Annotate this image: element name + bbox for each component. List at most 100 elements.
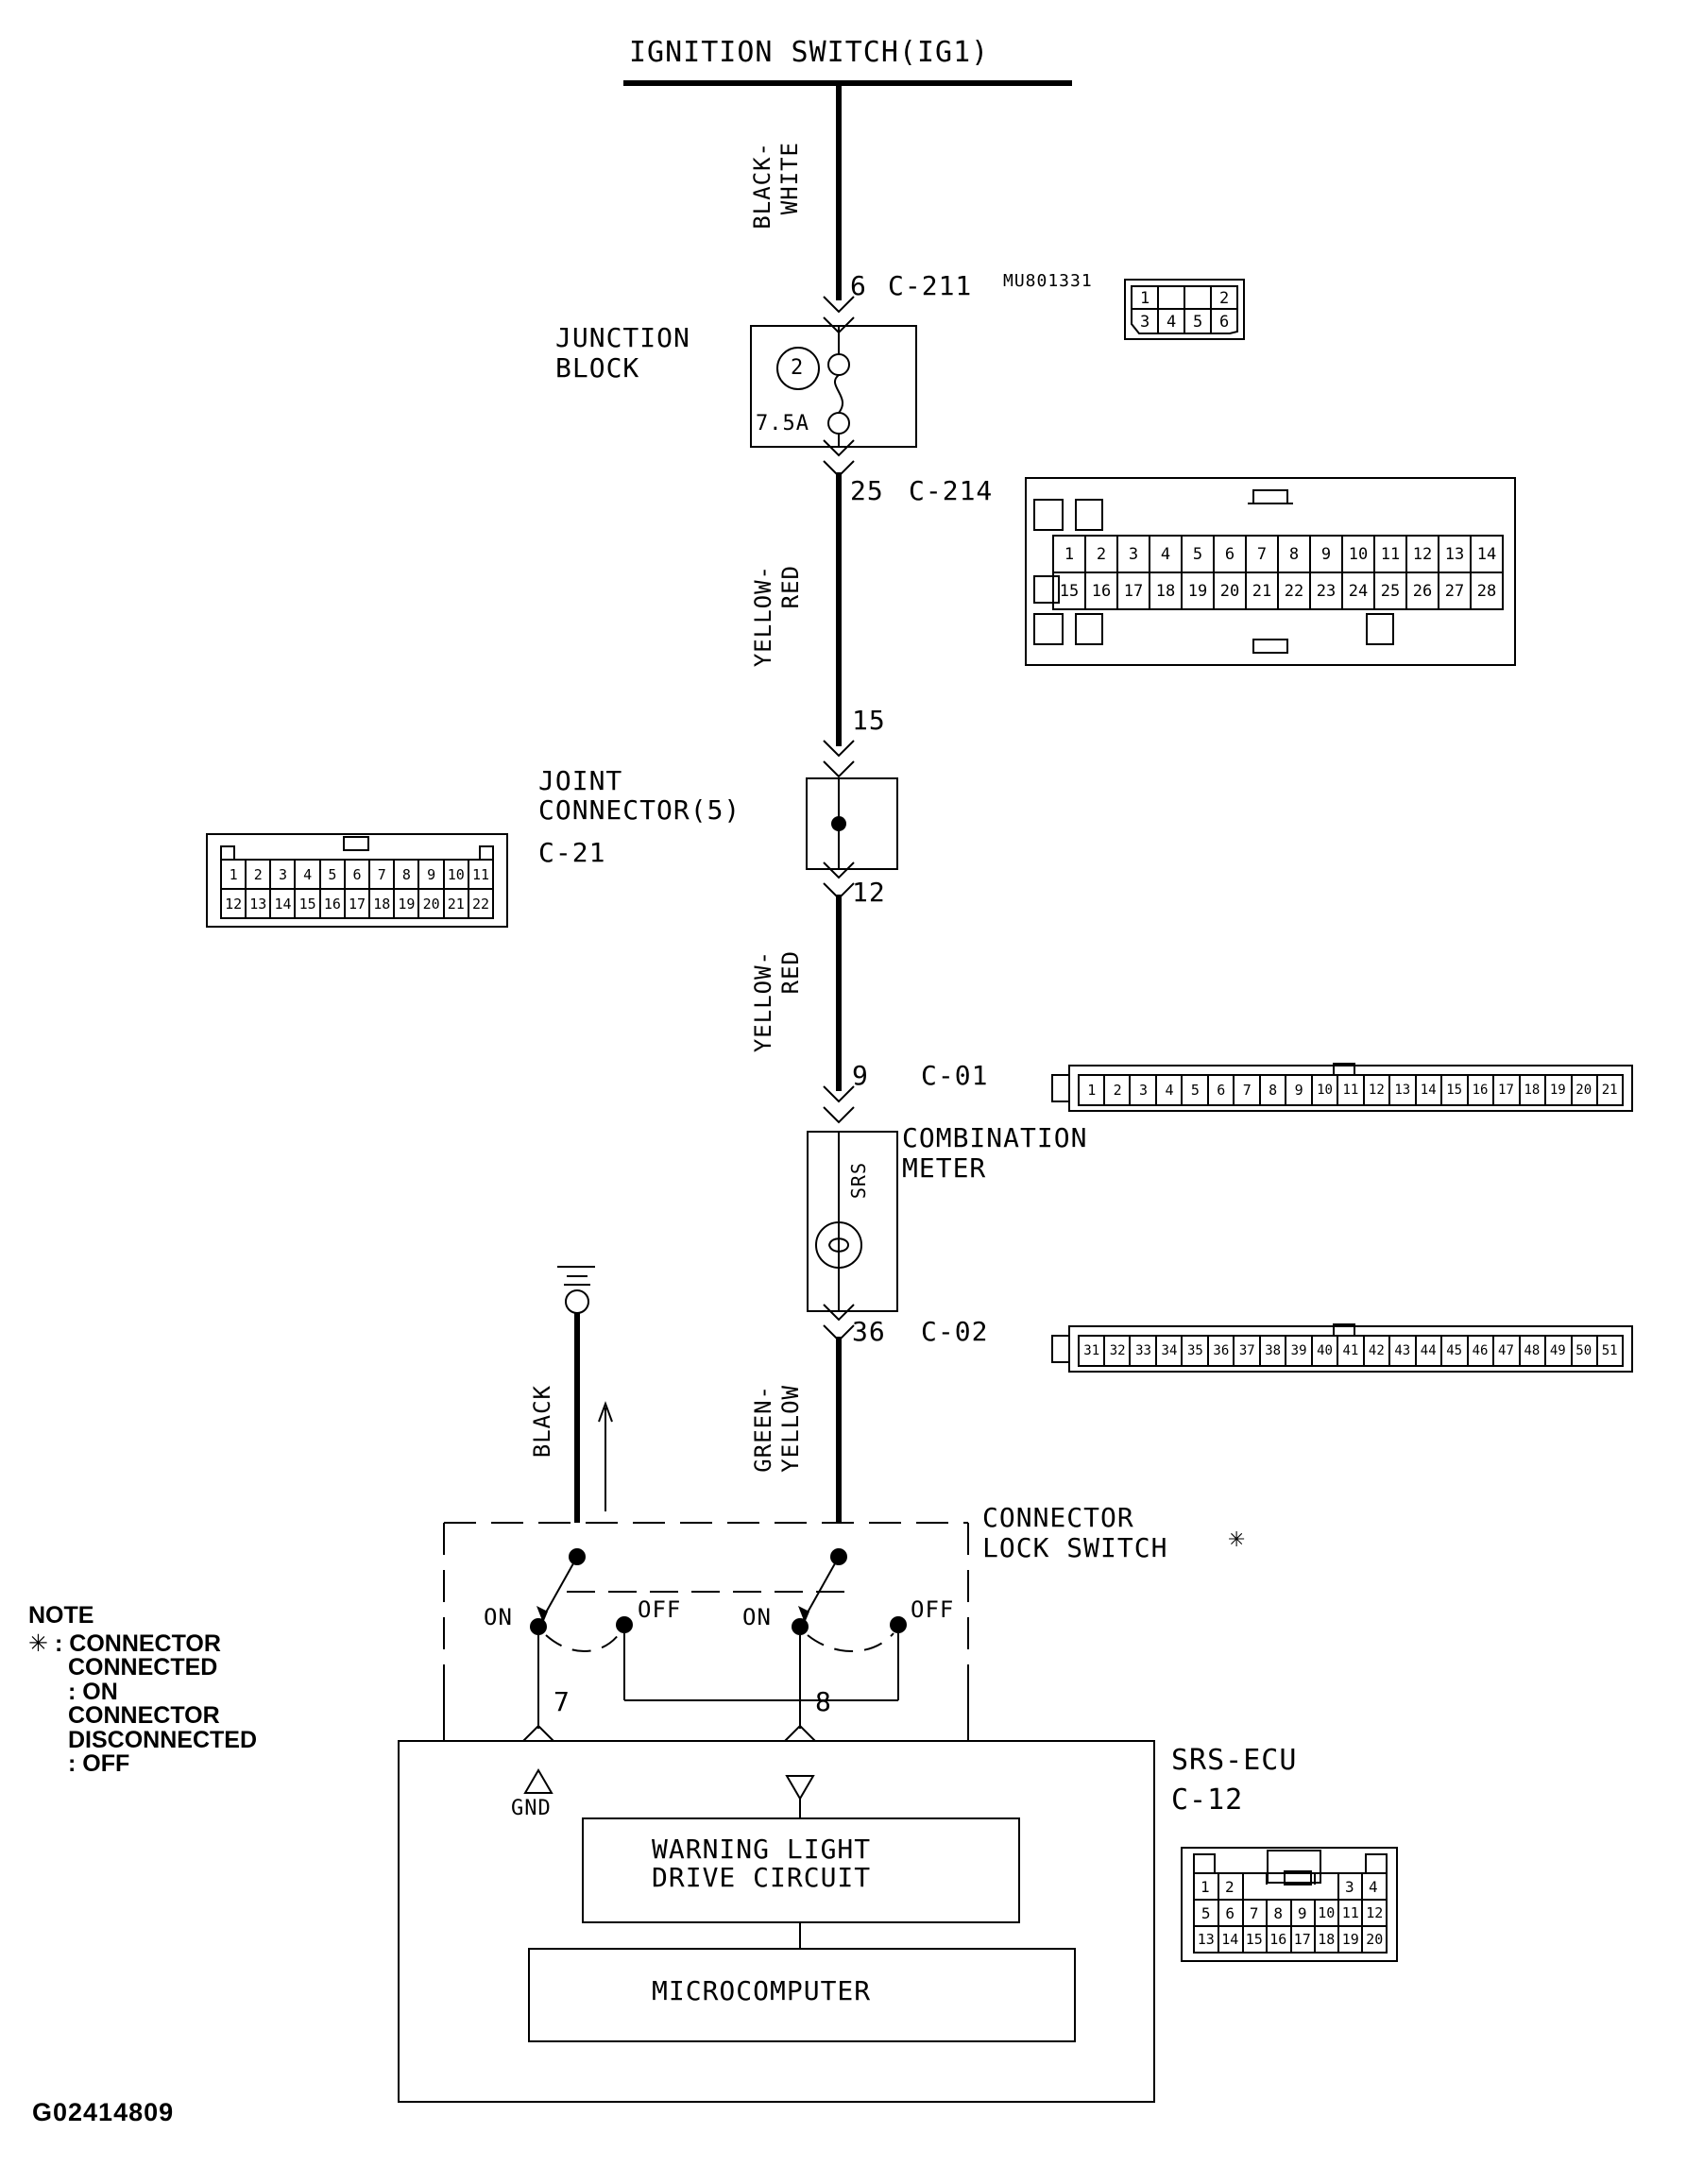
c12-pin-2: 2	[1225, 1878, 1235, 1896]
c21-pin-2: 2	[253, 865, 263, 883]
c21-pin-13: 13	[249, 895, 267, 913]
c21-pin-17: 17	[349, 895, 366, 913]
c214-pin-9: 9	[1320, 544, 1332, 564]
c21-pin-22: 22	[471, 895, 489, 913]
lock-switch-contact-a[interactable]	[530, 1548, 633, 1729]
c01-pin-13: 13	[1394, 1083, 1411, 1098]
switch-a-position-off: OFF	[638, 1596, 682, 1623]
c214-pin-6: 6	[1224, 544, 1235, 564]
c211-pin-1: 1	[1140, 289, 1151, 308]
c12-pin-3: 3	[1345, 1878, 1355, 1896]
c211-pin-3: 3	[1140, 313, 1151, 332]
note-line-4: CONNECTOR	[68, 1702, 220, 1729]
c21-pin-10: 10	[447, 865, 465, 883]
wire-label-black-white-line1: BLACK-	[749, 142, 775, 230]
c01-pin-3: 3	[1139, 1082, 1149, 1099]
c02-pin-42: 42	[1368, 1343, 1385, 1358]
connector-callout-c214: C-214	[909, 475, 994, 506]
c02-pin-48: 48	[1524, 1343, 1541, 1358]
c02-pin-34: 34	[1161, 1343, 1178, 1358]
lock-switch-contact-b[interactable]	[624, 1548, 907, 1729]
c02-pin-39: 39	[1290, 1343, 1307, 1358]
switch-b-position-on: ON	[742, 1604, 772, 1630]
c02-pin-38: 38	[1265, 1343, 1282, 1358]
c12-pin-6: 6	[1225, 1903, 1235, 1922]
c214-pin-16: 16	[1091, 581, 1112, 601]
c214-pin-7: 7	[1256, 544, 1268, 564]
wire-label-green-yellow-line1: GREEN-	[750, 1385, 776, 1473]
c214-pin-11: 11	[1380, 544, 1401, 564]
c12-pin-7: 7	[1249, 1903, 1259, 1922]
note-line-2: CONNECTED	[68, 1654, 218, 1681]
c12-pin-15: 15	[1245, 1931, 1263, 1948]
c02-pin-44: 44	[1420, 1343, 1437, 1358]
c02-pin-47: 47	[1498, 1343, 1514, 1358]
c01-pin-12: 12	[1368, 1083, 1385, 1098]
microcomputer-label: MICROCOMPUTER	[652, 1975, 872, 2006]
c02-pin-46: 46	[1472, 1343, 1489, 1358]
c214-pin-18: 18	[1155, 581, 1176, 601]
c01-row1: 1 2 3 4 5 6 7 8 9 10 11 12 13 14 15 16 1…	[1079, 1075, 1623, 1105]
c21-pin-9: 9	[427, 865, 436, 883]
c01-pin-11: 11	[1342, 1083, 1359, 1098]
srs-lamp-label: SRS	[847, 1162, 870, 1200]
c02-pin-33: 33	[1135, 1343, 1151, 1358]
c21-pin-12: 12	[225, 895, 243, 913]
c02-pin-36: 36	[1213, 1343, 1230, 1358]
terminal-mark-ecu-8	[784, 1724, 816, 1742]
connector-lock-switch-label-line1: CONNECTOR	[982, 1502, 1134, 1533]
c214-pin-4: 4	[1160, 544, 1171, 564]
lock-switch-side-rails	[443, 1681, 969, 1741]
c211-pin-2: 2	[1219, 289, 1231, 308]
c12-pin-17: 17	[1293, 1931, 1311, 1948]
wire-label-yellow-red-upper-line2: RED	[777, 565, 804, 609]
c02-pin-40: 40	[1317, 1343, 1333, 1358]
c01-pin-2: 2	[1113, 1082, 1122, 1099]
c214-pin-5: 5	[1192, 544, 1203, 564]
terminal-mark-c01-9	[823, 1085, 855, 1124]
note-line-6: : OFF	[68, 1750, 130, 1777]
connector-lock-switch-enclosure	[443, 1522, 969, 1681]
c214-pin-8: 8	[1288, 544, 1300, 564]
c214-pin-27: 27	[1444, 581, 1465, 601]
c214-pin-12: 12	[1412, 544, 1433, 564]
c12-pin-18: 18	[1318, 1931, 1336, 1948]
note-line-5: DISCONNECTED	[68, 1726, 258, 1753]
c214-pin-20: 20	[1219, 581, 1240, 601]
c02-pin-43: 43	[1394, 1343, 1411, 1358]
c214-pin-14: 14	[1476, 544, 1497, 564]
joint-connector-box	[806, 777, 898, 870]
note-line-3: : ON	[68, 1678, 118, 1705]
c01-pin-19: 19	[1549, 1083, 1566, 1098]
c02-pin-32: 32	[1109, 1343, 1126, 1358]
srs-ecu-label-line2: C-12	[1171, 1783, 1244, 1817]
c01-pin-16: 16	[1472, 1083, 1489, 1098]
pin-callout-25: 25	[850, 475, 884, 506]
junction-block-fuse-rating: 7.5A	[756, 412, 809, 435]
note-block: NOTE ✳ : CONNECTOR CONNECTED : ON CONNEC…	[28, 1602, 258, 1777]
srs-ecu-label-line1: SRS-ECU	[1171, 1744, 1298, 1777]
c12-pin-12: 12	[1366, 1904, 1384, 1921]
junction-block-label-line1: JUNCTION	[555, 322, 690, 353]
c02-pin-35: 35	[1186, 1343, 1203, 1358]
c12-pin-16: 16	[1269, 1931, 1287, 1948]
c02-pin-41: 41	[1342, 1343, 1359, 1358]
c12-pin-20: 20	[1366, 1931, 1384, 1948]
c02-pin-31: 31	[1083, 1343, 1100, 1358]
pin-callout-36: 36	[852, 1316, 886, 1347]
note-symbol: ✳	[28, 1629, 48, 1657]
c12-row2: 5 6 7 8 9 10 11 12	[1194, 1900, 1387, 1926]
c214-pin-25: 25	[1380, 581, 1401, 601]
c02-pin-49: 49	[1549, 1343, 1566, 1358]
page-title: IGNITION SWITCH(IG1)	[629, 36, 990, 69]
c01-pin-18: 18	[1524, 1083, 1541, 1098]
c211-pin-5: 5	[1193, 313, 1204, 332]
pin-callout-9: 9	[852, 1060, 869, 1091]
c01-pin-5: 5	[1190, 1082, 1200, 1099]
gnd-label: GND	[511, 1797, 552, 1820]
connector-callout-c01: C-01	[921, 1060, 989, 1091]
wire-label-black: BLACK	[529, 1385, 555, 1459]
joint-connector-label-line2: CONNECTOR(5)	[538, 794, 741, 826]
c214-pin-21: 21	[1252, 581, 1272, 601]
note-heading: NOTE	[28, 1602, 94, 1629]
